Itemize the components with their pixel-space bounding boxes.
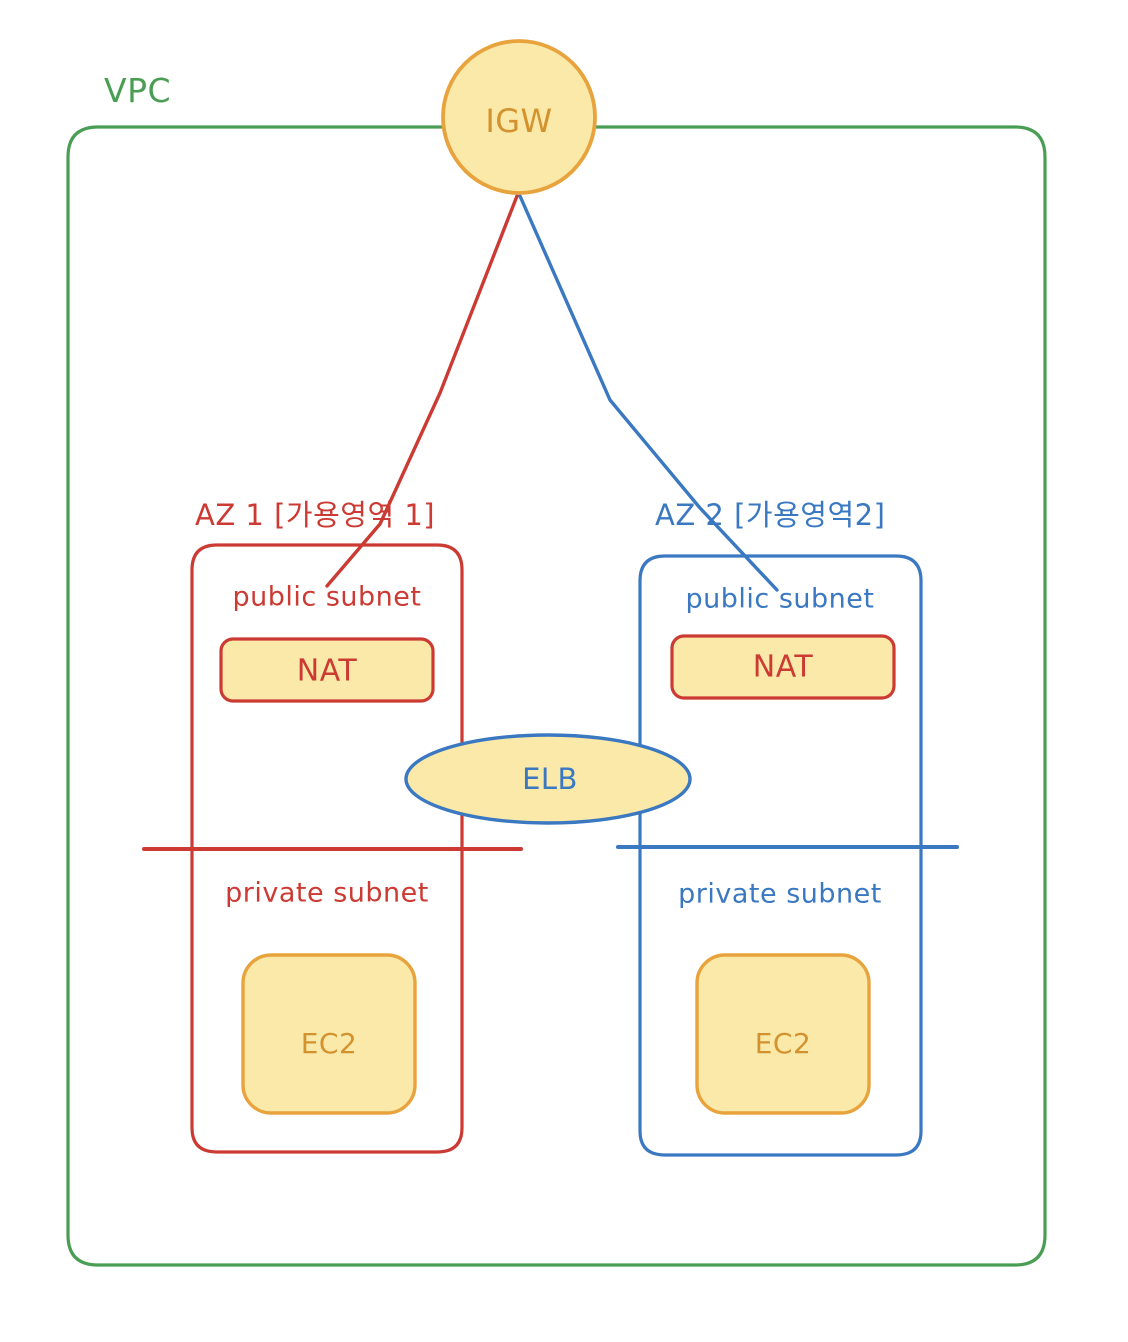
az2-ec2-label: EC2: [755, 1027, 812, 1060]
az2-nat-box: [670, 634, 896, 700]
az1-private-subnet-label: private subnet: [225, 878, 429, 909]
az1-ec2-label: EC2: [301, 1027, 358, 1060]
connector-igw-az1: [325, 194, 519, 588]
az2-boundary: [638, 554, 923, 1157]
elb-node[interactable]: ELB: [404, 733, 692, 825]
igw-az1-line: [325, 194, 519, 588]
igw-circle: [441, 39, 597, 195]
elb-label: ELB: [522, 762, 578, 796]
az1-nat-box: [219, 637, 435, 703]
igw-label: IGW: [485, 102, 552, 140]
az1-nat-node[interactable]: NAT: [219, 637, 435, 703]
az1-boundary: [190, 543, 464, 1154]
igw-node[interactable]: IGW: [441, 39, 597, 195]
az2-private-subnet-label: private subnet: [678, 879, 882, 910]
az1-public-subnet-label: public subnet: [233, 582, 422, 613]
availability-zone-2[interactable]: AZ 2 [가용영역2] public subnet NAT private s…: [616, 498, 959, 1157]
connector-igw-az2: [518, 194, 779, 592]
az2-ec2-node[interactable]: EC2: [695, 953, 871, 1115]
az2-public-subnet-label: public subnet: [686, 584, 875, 615]
az1-ec2-node[interactable]: EC2: [241, 953, 417, 1115]
az1-label: AZ 1 [가용영역 1]: [195, 498, 435, 532]
az1-nat-label: NAT: [297, 654, 358, 689]
az1-ec2-box: [241, 953, 417, 1115]
az2-nat-label: NAT: [753, 650, 814, 685]
availability-zone-1[interactable]: AZ 1 [가용영역 1] public subnet NAT private …: [142, 498, 523, 1154]
igw-az2-line: [518, 194, 779, 592]
vpc-boundary: [66, 125, 1047, 1267]
elb-ellipse: [404, 733, 692, 825]
az2-nat-node[interactable]: NAT: [670, 634, 896, 700]
az2-ec2-box: [695, 953, 871, 1115]
vpc-container: VPC: [66, 71, 1047, 1267]
az2-label: AZ 2 [가용영역2]: [655, 498, 885, 532]
vpc-label: VPC: [104, 71, 171, 110]
